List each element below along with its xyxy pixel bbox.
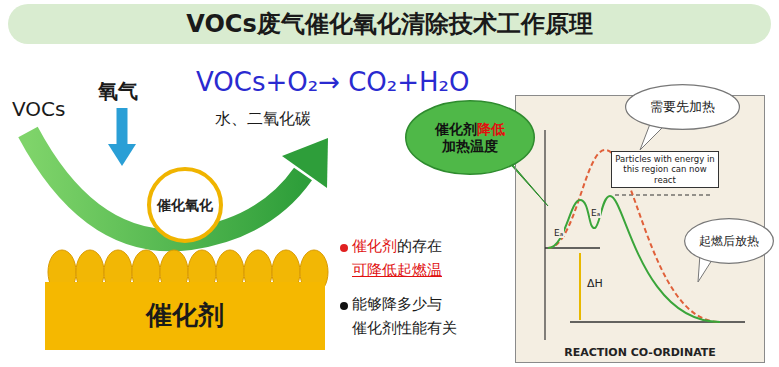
text-line: 加热温度 xyxy=(442,138,498,155)
bullet-dot xyxy=(340,244,348,252)
product-label: 水、二氧化碳 xyxy=(215,110,311,128)
cloud-callout: 需要先加热 xyxy=(625,84,740,130)
note-text: 催化剂性能有关 xyxy=(352,320,457,337)
catalysed-curve xyxy=(548,196,720,322)
catalyst-base: 催化剂 xyxy=(45,282,325,350)
oxygen-label: 氧气 xyxy=(98,80,138,103)
text-line: 需要先加热 xyxy=(650,99,715,115)
text-line: 催化氧化 xyxy=(157,197,213,214)
node-outline-shape xyxy=(149,169,221,241)
node-outline-shape xyxy=(685,219,774,264)
threshold-line xyxy=(615,194,712,195)
reaction-equation: VOCs+O₂→ CO₂+H₂O xyxy=(196,68,469,98)
oxygen-arrow-head xyxy=(108,144,136,166)
catalysis-circle: 催化氧化 xyxy=(147,167,223,243)
energy-axis xyxy=(544,130,545,340)
note-text: 可降低起燃温 xyxy=(352,262,442,279)
oxygen-arrow xyxy=(117,108,128,146)
flow-arrow-head xyxy=(282,138,328,188)
node-text: 催化氧化 xyxy=(157,197,213,213)
flow-arrow xyxy=(28,132,303,240)
node-text: Particles with energy in this region can… xyxy=(615,154,714,184)
bullet-dot xyxy=(340,302,348,310)
note-text: 的存在 xyxy=(397,238,442,255)
note-text: 催化剂 xyxy=(352,238,397,255)
text-line: REACTION CO-ORDINATE xyxy=(564,346,716,359)
node-text: 催化剂 xyxy=(146,300,224,330)
text-line: 起燃后放热 xyxy=(699,234,759,248)
node-text: 加热温度 xyxy=(442,138,498,154)
text-line: Particles with energy in this region can… xyxy=(614,154,716,185)
activation-label: Eₐ xyxy=(553,228,564,238)
note-box: Particles with energy in this region can… xyxy=(611,151,719,188)
enthalpy-bar xyxy=(579,253,581,320)
speech-bubble: 催化剂降低加热温度 xyxy=(405,100,535,175)
note-text: 能够降多少与 xyxy=(352,296,442,313)
node-outline-shape xyxy=(626,85,740,130)
enthalpy-label: ΔH xyxy=(586,278,604,291)
node-text: 催化剂 xyxy=(435,121,477,137)
input-label: VOCs xyxy=(12,98,65,121)
node-outline-shape xyxy=(406,101,535,175)
text-line: 催化剂 xyxy=(146,300,224,331)
activation-label: Eₐ xyxy=(590,208,601,218)
cloud-callout: 起燃后放热 xyxy=(684,218,774,264)
node-text: 降低 xyxy=(477,121,505,137)
node-text: REACTION CO-ORDINATE xyxy=(564,346,716,359)
node-text: 需要先加热 xyxy=(650,99,715,114)
text-line: 催化剂降低 xyxy=(435,121,505,138)
title-banner: VOCs废气催化氧化清除技术工作原理 xyxy=(8,4,771,44)
node-text: 起燃后放热 xyxy=(699,234,759,248)
